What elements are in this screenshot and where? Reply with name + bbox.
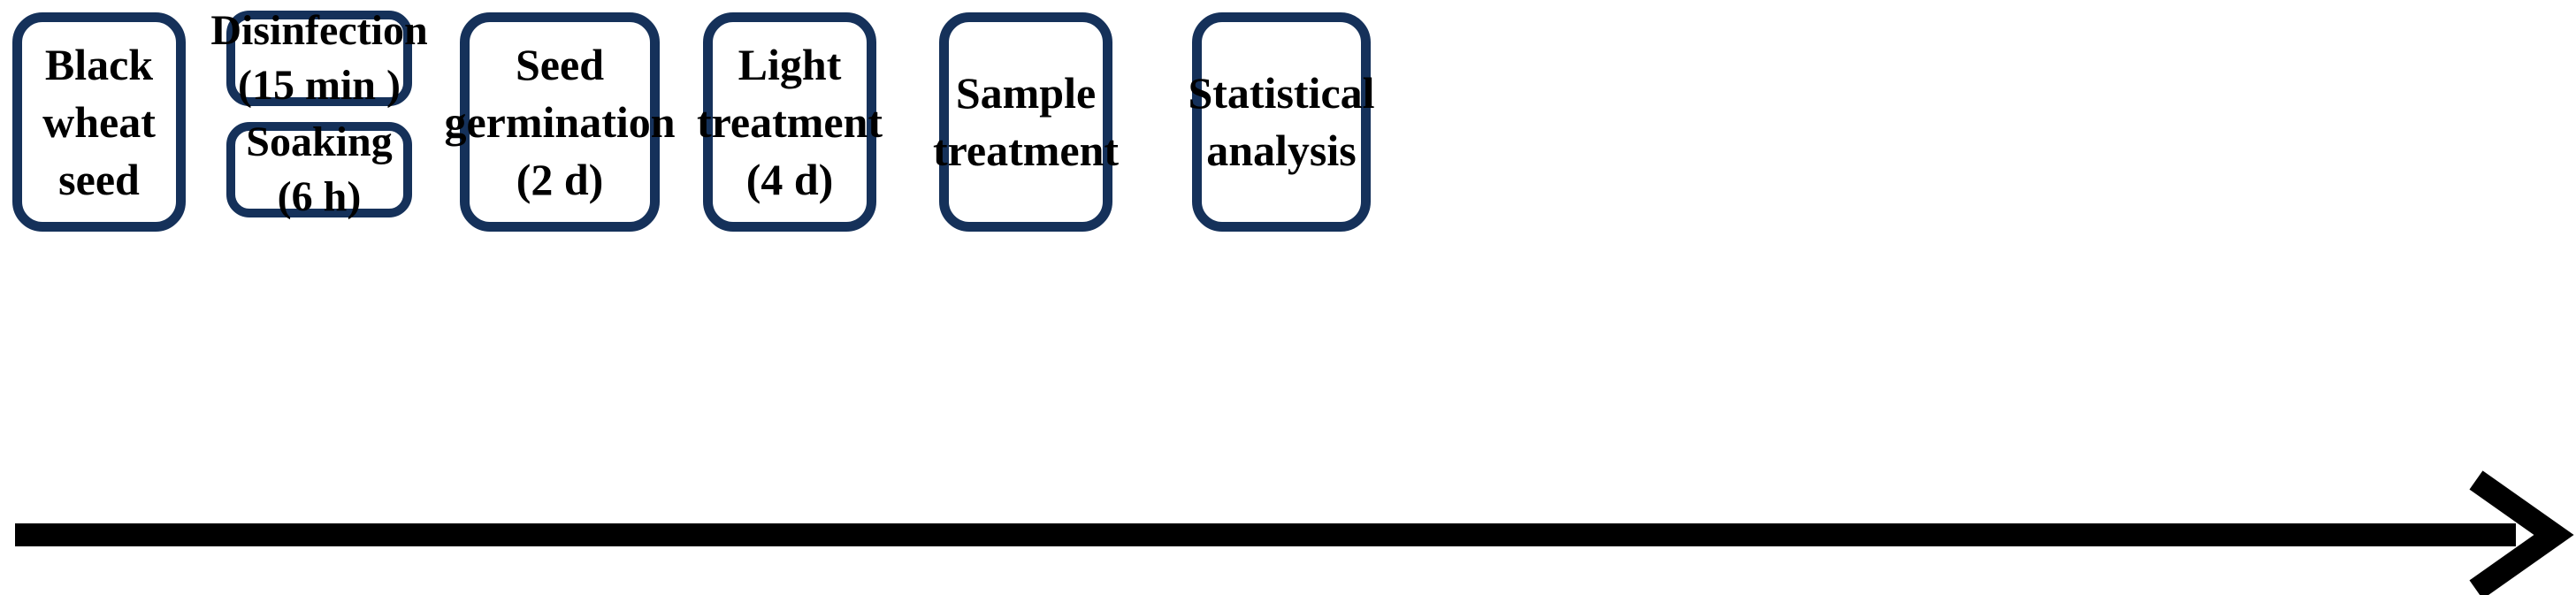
stage-label-line: analysis (1206, 126, 1357, 175)
stage-label-line: (2 d) (516, 154, 604, 204)
stage-label-line: treatment (696, 96, 883, 147)
stage-box-disinfection[interactable]: Disinfection (15 min ) (210, 7, 427, 109)
stage-label-line: Disinfection (210, 6, 428, 54)
stage-label-line: wheat (42, 96, 156, 147)
stage-label-line: (15 min ) (238, 62, 401, 109)
stage-label-line: Black (44, 39, 154, 89)
stage-box-seed-germination[interactable]: Seed germination (2 d) (444, 12, 676, 232)
stage-label-line: seed (58, 154, 140, 204)
stage-label-line: Light (738, 39, 842, 89)
stage-label-line: treatment (932, 126, 1120, 175)
timeline-arrow-head-icon (2469, 470, 2574, 595)
stage-label-line: Sample (955, 68, 1097, 118)
stage-box-sample-treatment[interactable]: Sample treatment (933, 12, 1119, 232)
stage-label-line: germination (444, 96, 676, 147)
stage-label-line: (4 d) (745, 154, 834, 204)
stage-box-statistical-analysis[interactable]: Statistical analysis (1188, 12, 1375, 232)
stage-box-black-wheat-seed[interactable]: Black wheat seed (12, 12, 186, 232)
stage-label-line: (6 h) (277, 173, 362, 220)
stage-label-line: Seed (516, 39, 604, 89)
stage-box-soaking[interactable]: Soaking (6 h) (226, 118, 412, 220)
stage-label-line: Soaking (246, 118, 393, 165)
stage-box-light-treatment[interactable]: Light treatment (4 d) (697, 12, 883, 232)
stage-label-line: Statistical (1188, 68, 1375, 118)
